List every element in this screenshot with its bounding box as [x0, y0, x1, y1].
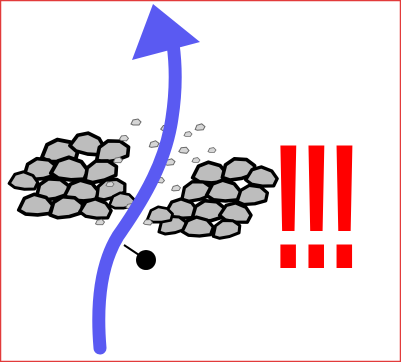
pebble-icon	[171, 185, 180, 191]
left-rock-cluster-icon	[9, 129, 135, 220]
right-rock-cluster-icon	[147, 156, 278, 239]
pebble-icon	[149, 140, 160, 147]
rock-icon	[236, 184, 268, 205]
exclamation-warning-icon: !!!	[270, 118, 354, 296]
pebble-icon	[195, 124, 205, 131]
pebble-icon	[131, 119, 141, 125]
pebble-icon	[208, 148, 216, 153]
pebble-icon	[96, 219, 105, 224]
pebble-icon	[179, 146, 190, 153]
pebble-icon	[184, 132, 192, 137]
pebble-icon	[192, 158, 200, 163]
pebble-icon	[106, 182, 114, 187]
pebble-icon	[119, 135, 128, 141]
pebble-icon	[114, 157, 123, 162]
rock-icon	[147, 207, 172, 222]
arrow-head-icon	[132, 4, 200, 60]
marker-dot-icon	[136, 250, 156, 270]
